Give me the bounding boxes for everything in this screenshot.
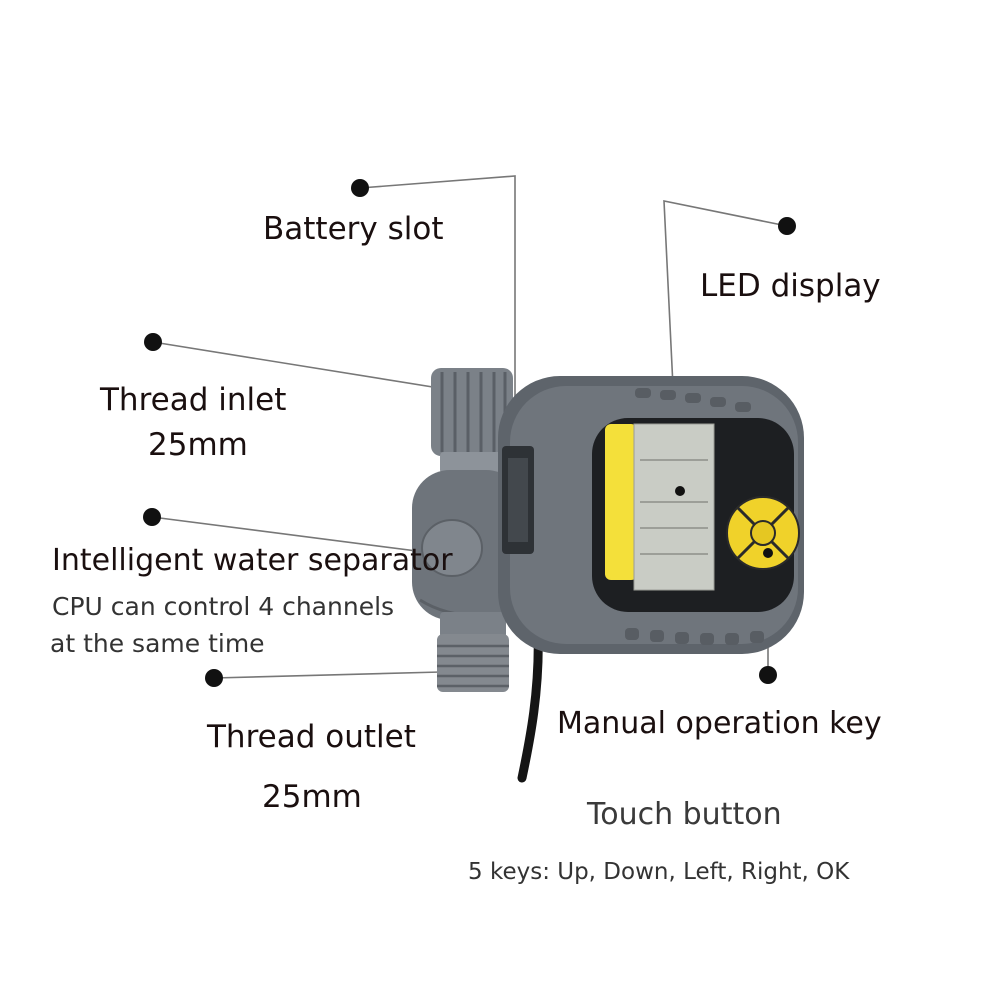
water-separator-part	[412, 470, 524, 620]
label-battery-slot: Battery slot	[263, 211, 444, 247]
dot-manual-key	[759, 666, 777, 684]
lcd-screen	[633, 423, 715, 591]
label-thread-outlet-size: 25mm	[262, 779, 362, 815]
label-led-display: LED display	[700, 268, 881, 304]
label-touch-button: Touch button	[587, 797, 782, 832]
leader-dots	[143, 179, 796, 687]
label-manual-key: Manual operation key	[557, 706, 882, 741]
power-cable	[517, 625, 543, 783]
dot-water-separator	[143, 508, 161, 526]
leader-battery-slot	[359, 175, 516, 410]
label-thread-inlet-size: 25mm	[148, 427, 248, 463]
dot-thread-inlet	[144, 333, 162, 351]
label-thread-inlet: Thread inlet	[100, 382, 287, 418]
dot-battery-slot	[351, 179, 369, 197]
label-touch-keys: 5 keys: Up, Down, Left, Right, OK	[468, 859, 850, 885]
label-separator-desc-1: CPU can control 4 channels	[52, 592, 395, 621]
lcd-label-strip	[605, 424, 637, 580]
touch-button-pad	[726, 496, 800, 570]
label-separator-desc-2: at the same time	[50, 629, 265, 658]
dot-thread-outlet	[205, 669, 223, 687]
dot-led-screen	[675, 486, 685, 496]
thread-outlet-part	[437, 612, 509, 692]
label-thread-outlet: Thread outlet	[207, 719, 416, 755]
controller-housing	[498, 376, 804, 654]
leader-thread-inlet	[152, 341, 471, 394]
dot-button-pad	[763, 548, 773, 558]
dot-led-display	[778, 217, 796, 235]
label-water-separator: Intelligent water separator	[52, 543, 453, 578]
leader-water-separator	[151, 516, 449, 556]
leader-thread-outlet	[213, 671, 442, 679]
